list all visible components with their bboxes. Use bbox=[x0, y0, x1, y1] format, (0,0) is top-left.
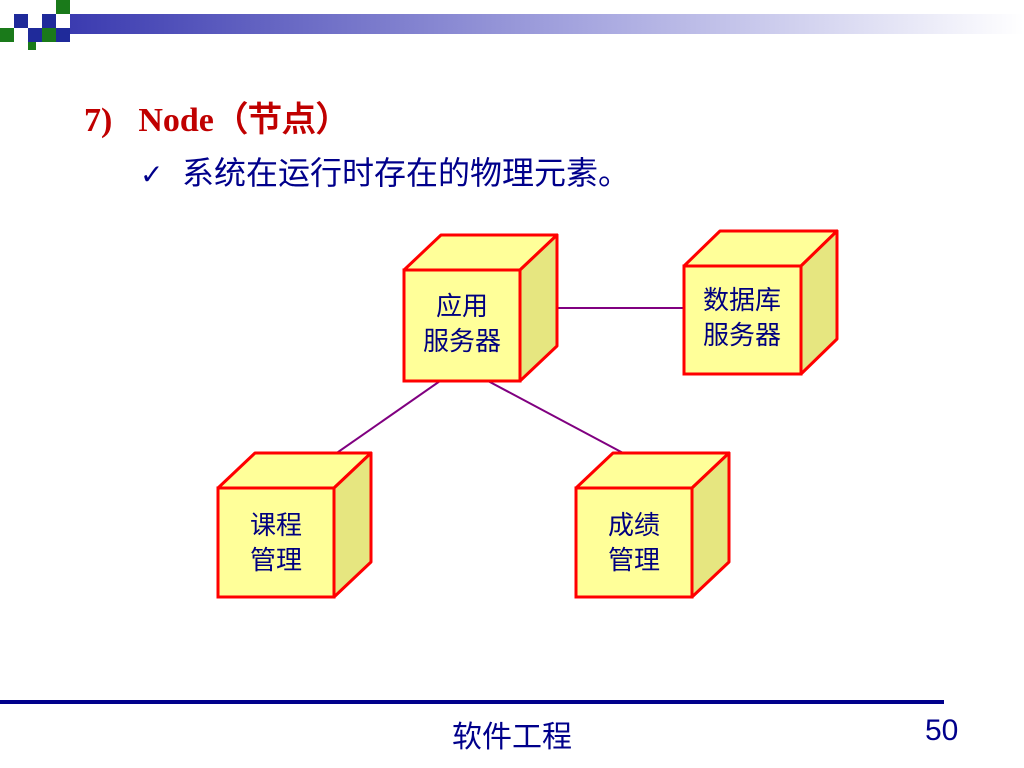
node-app-server-line1: 应用 bbox=[436, 292, 488, 322]
node-course-management-line2: 管理 bbox=[250, 546, 302, 576]
bullet-item: ✓ 系统在运行时存在的物理元素。 bbox=[140, 148, 630, 194]
node-grade-management-line1: 成绩 bbox=[608, 511, 660, 541]
top-decoration-bar bbox=[0, 0, 1024, 50]
node-db-server-line1: 数据库 bbox=[703, 286, 781, 316]
heading-number: 7) bbox=[84, 102, 113, 139]
page-number: 50 bbox=[925, 714, 959, 747]
node-db-server: 数据库 服务器 bbox=[682, 229, 839, 376]
bullet-text: 系统在运行时存在的物理元素。 bbox=[182, 154, 631, 192]
node-grade-management: 成绩 管理 bbox=[574, 451, 731, 599]
heading-text: Node（节点） bbox=[138, 102, 350, 139]
node-course-management: 课程 管理 bbox=[216, 451, 373, 599]
node-app-server-line2: 服务器 bbox=[423, 327, 501, 357]
node-grade-management-line2: 管理 bbox=[608, 546, 660, 576]
checkered-squares-icon bbox=[0, 0, 70, 50]
node-db-server-line2: 服务器 bbox=[703, 321, 781, 351]
slide-heading: 7) Node（节点） bbox=[84, 92, 350, 141]
node-app-server: 应用 服务器 bbox=[402, 233, 559, 383]
connector-app-grade bbox=[487, 380, 641, 463]
footer-title: 软件工程 bbox=[452, 720, 572, 755]
node-course-management-line1: 课程 bbox=[250, 511, 302, 541]
footer-rule bbox=[0, 700, 944, 704]
check-icon: ✓ bbox=[140, 158, 164, 191]
